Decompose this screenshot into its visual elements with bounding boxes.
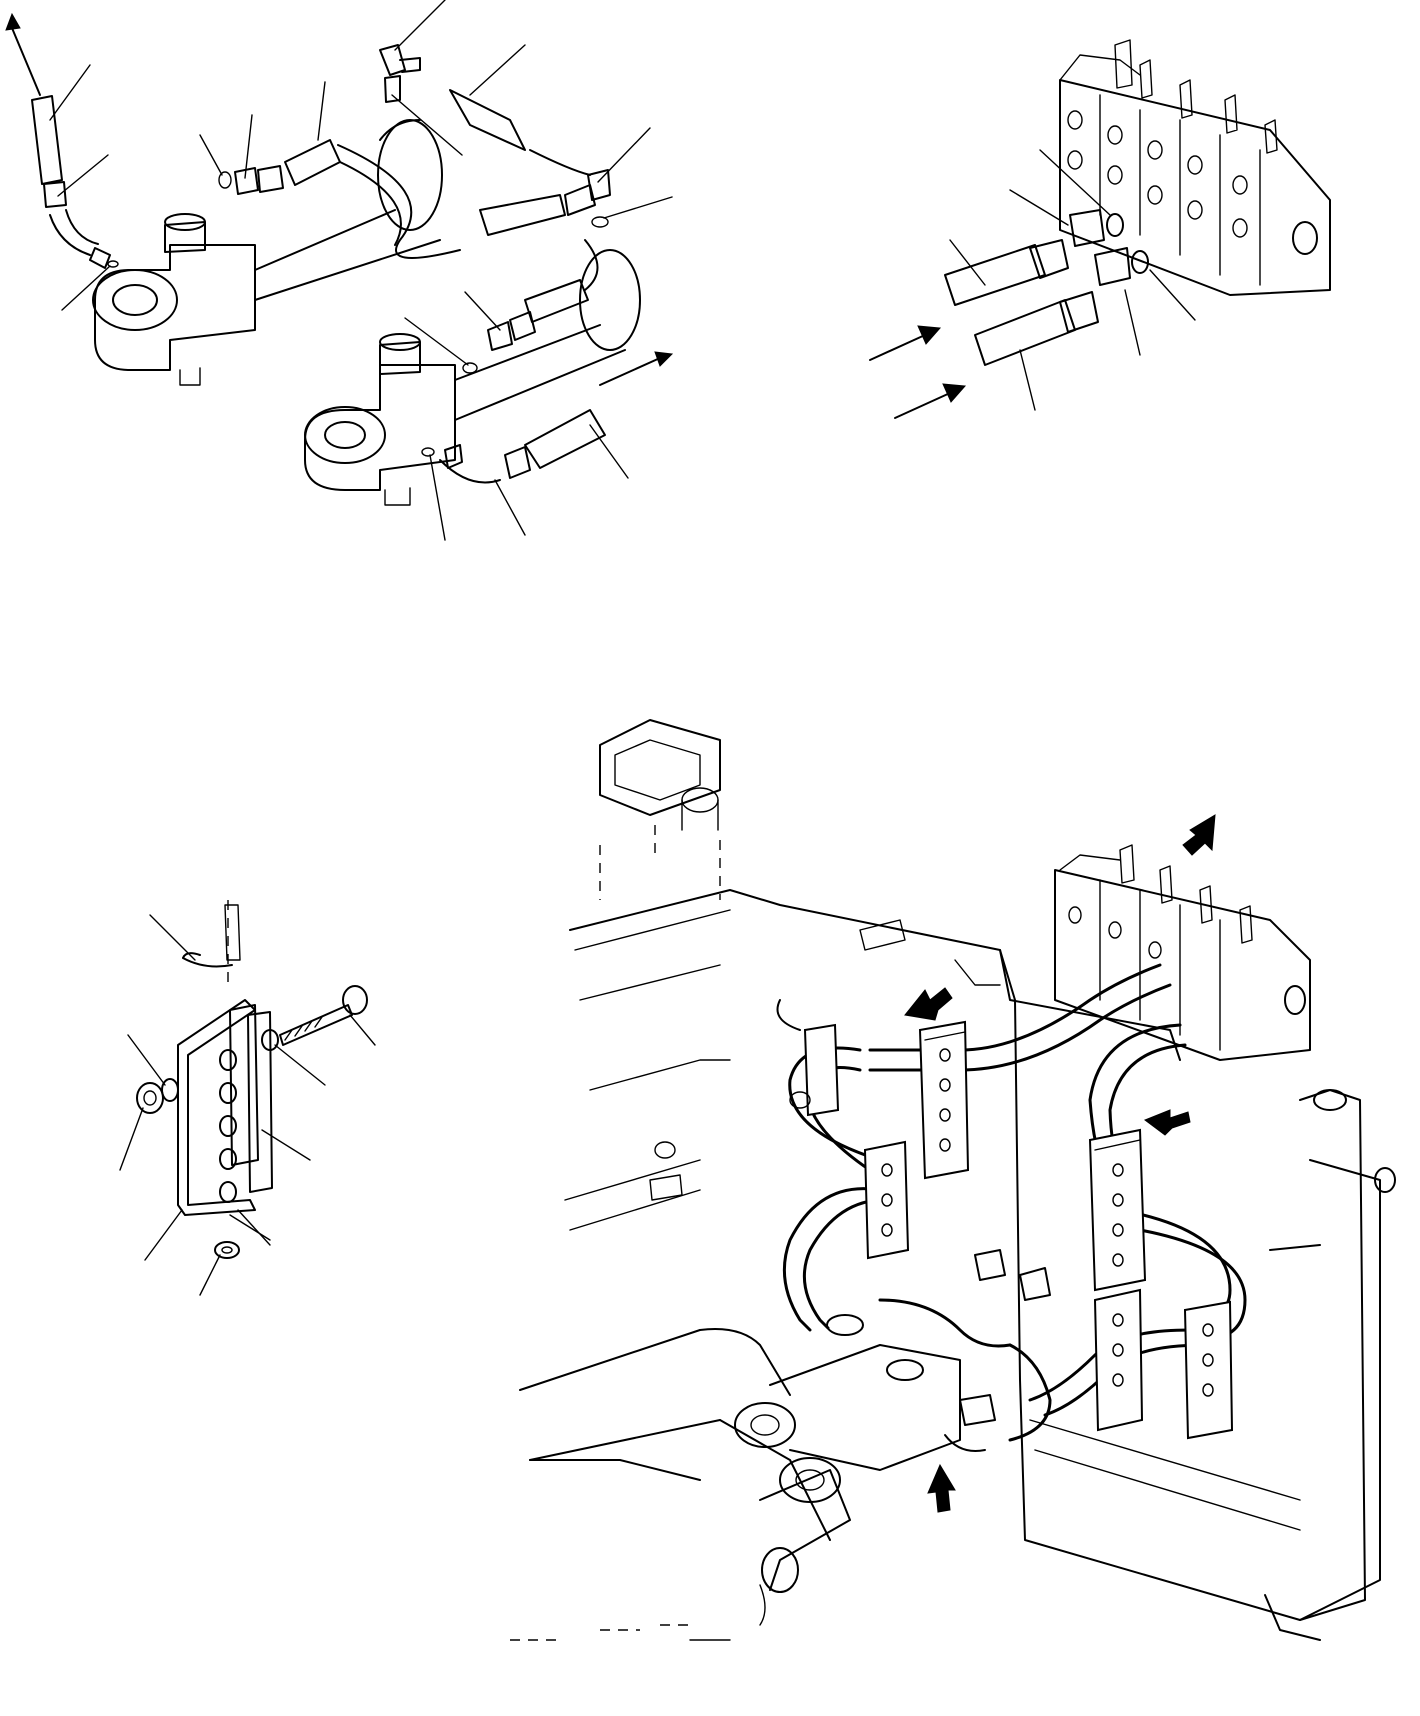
boom-arm [519, 1328, 851, 1626]
arrow-clamp-upper [904, 987, 953, 1021]
cylinder-hose-view [5, 0, 674, 541]
arrow-cylinder [927, 1463, 956, 1513]
flow-arrows-top [5, 12, 674, 386]
hose-assembly [31, 44, 611, 484]
lower-cylinder [304, 249, 641, 506]
main-frame [564, 889, 1396, 1641]
arrow-valve [1182, 814, 1216, 856]
swing-cylinder [734, 1249, 1051, 1503]
clamp-bracket [177, 999, 273, 1216]
clamp-bolt [261, 985, 368, 1051]
indicator-arrows [904, 814, 1216, 1513]
flow-arrows-valve [869, 325, 967, 419]
machine-installation-view [510, 719, 1396, 1641]
upper-cylinder [92, 119, 443, 386]
leader-lines-valve [949, 149, 1196, 411]
clamp-assembly-view [119, 900, 376, 1296]
control-valve-block [1059, 39, 1331, 296]
valve-fittings [944, 209, 1149, 366]
leader-lines-clamp [119, 914, 376, 1296]
clamp-nuts [136, 1078, 240, 1259]
guide-frame [599, 719, 721, 900]
installed-control-valve [1054, 844, 1311, 1061]
leader-lines-top [49, 0, 673, 541]
control-valve-view [869, 39, 1331, 419]
arrow-clamp-right [1143, 1109, 1191, 1136]
frame-details [510, 919, 1001, 1641]
installed-hose-clamps [803, 1020, 1234, 1440]
